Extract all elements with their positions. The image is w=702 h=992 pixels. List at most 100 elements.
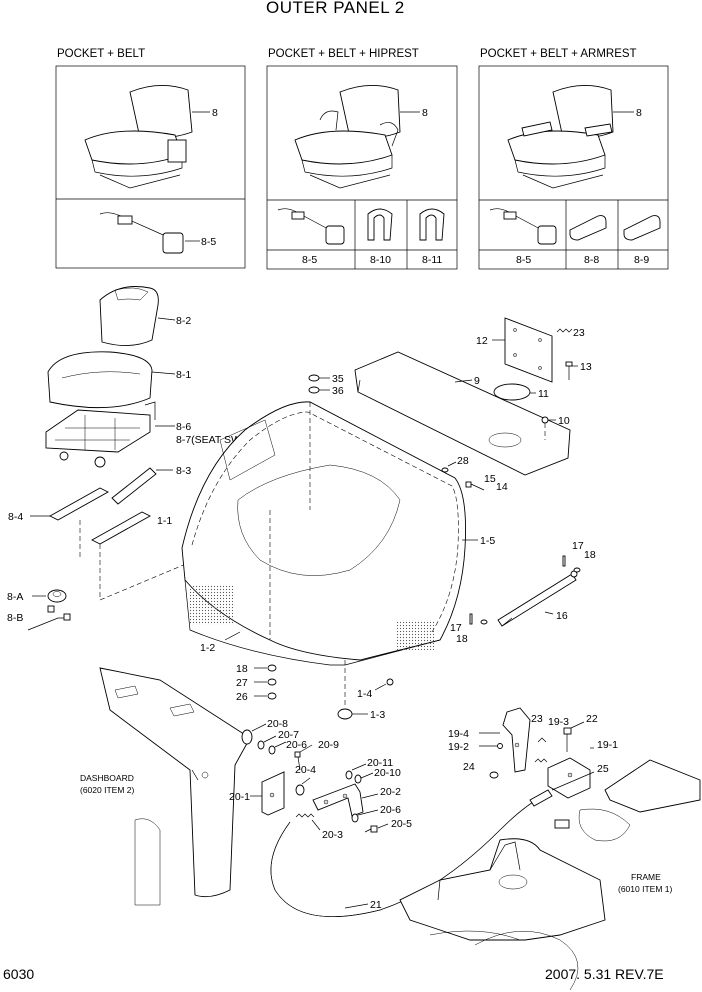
callout-17-lower: 17: [450, 622, 462, 634]
washer-20-6-lower: [351, 813, 359, 823]
callout-19-3: 19-3: [548, 716, 569, 728]
harness-8-B: [27, 605, 71, 631]
spring-20-3: [295, 813, 315, 818]
bracket-19-1: [547, 757, 591, 799]
page-number: 6030: [3, 966, 35, 982]
callout-36: 36: [332, 385, 344, 397]
callout-8-4: 8-4: [8, 511, 23, 523]
hiprest-left-illustration: [367, 208, 393, 241]
seat-illustration: [84, 85, 193, 189]
washer-20-10: [354, 774, 362, 784]
cap-11: [493, 383, 531, 401]
callout-18-upper: 18: [584, 549, 596, 561]
callout-16: 16: [556, 610, 568, 622]
grommet-8-A: [47, 589, 67, 603]
nut-20-7: [257, 740, 265, 750]
callout-box3-8-5: 8-5: [516, 254, 531, 266]
callout-1-1: 1-1: [157, 515, 172, 527]
dashboard-note-line2: (6020 ITEM 2): [80, 785, 134, 795]
callout-20-6-lower: 20-6: [380, 804, 401, 816]
option-box-pocket-belt: 8 8-5: [55, 65, 246, 269]
callout-20-7: 20-7: [278, 729, 299, 741]
bolt-20-9: [294, 751, 301, 771]
page-title: OUTER PANEL 2: [266, 0, 405, 17]
callout-17-upper: 17: [572, 540, 584, 552]
frame-body: [399, 759, 701, 991]
seat-backrest: [99, 286, 159, 346]
bracket-19-4: [502, 707, 531, 773]
seat-with-hiprest-illustration: [294, 85, 401, 189]
callout-box3-8-9: 8-9: [634, 254, 649, 266]
bumper-1-3: [337, 708, 353, 720]
bolt-13: [565, 361, 573, 380]
armrest-right-illustration: [623, 215, 661, 241]
seat-belt-illustration: [99, 212, 184, 254]
callout-23-upper: 23: [573, 327, 585, 339]
callout-14: 14: [496, 481, 508, 493]
clip-17-18-lower: [469, 613, 488, 625]
option-box-2-heading: POCKET + BELT + HIPREST: [268, 48, 419, 60]
callout-box2-8: 8: [422, 107, 428, 119]
spring-23-upper: [556, 328, 573, 333]
seat-rail-pair: [49, 487, 151, 600]
callout-24: 24: [463, 761, 475, 773]
callout-18-washer: 18: [236, 663, 248, 675]
callout-box3-8-8: 8-8: [584, 254, 599, 266]
callout-20-1: 20-1: [229, 791, 250, 803]
callout-20-11: 20-11: [367, 757, 393, 769]
callout-box3-8: 8: [636, 107, 642, 119]
callout-13: 13: [580, 361, 592, 373]
option-box-3-heading: POCKET + BELT + ARMREST: [480, 48, 637, 60]
callout-1-2: 1-2: [200, 642, 215, 654]
callout-box1-8: 8: [212, 107, 218, 119]
washer-20-8: [241, 729, 253, 745]
dashboard-note-line1: DASHBOARD: [80, 773, 134, 783]
callout-25: 25: [597, 763, 609, 775]
option-box-1-heading: POCKET + BELT: [57, 48, 146, 60]
callout-box1-8-5: 8-5: [201, 236, 216, 248]
callout-1-3: 1-3: [370, 709, 385, 721]
callout-10: 10: [558, 415, 570, 427]
seat-belt-illustration: [489, 208, 557, 245]
callout-19-4: 19-4: [448, 728, 469, 740]
callout-8-B: 8-B: [7, 612, 23, 624]
callout-11: 11: [538, 388, 549, 400]
seat-belt-illustration: [277, 208, 345, 245]
bolt-20-5: [364, 825, 378, 833]
gas-strut-16: [497, 570, 578, 627]
seat-with-armrest-illustration: [507, 85, 614, 189]
callout-15: 15: [484, 473, 496, 485]
callout-20-10: 20-10: [374, 767, 401, 779]
callout-8-3: 8-3: [176, 465, 191, 477]
callout-21: 21: [370, 899, 382, 911]
callout-35: 35: [332, 373, 344, 385]
callout-26: 26: [236, 691, 248, 703]
nut-24: [489, 771, 499, 779]
revision-date: 2007. 5.31 REV.7E: [545, 966, 664, 982]
stud-1-4: [386, 678, 394, 686]
cable-21: [270, 794, 546, 918]
option-box-pocket-belt-armrest: 8 8-5 8-8 8-9: [478, 65, 669, 270]
callout-19-2: 19-2: [448, 741, 469, 753]
callout-8-6: 8-6: [176, 421, 191, 433]
callout-27: 27: [236, 677, 248, 689]
hiprest-right-illustration: [419, 208, 445, 241]
pin-20-4: [295, 784, 305, 796]
gas-spring-8-3: [111, 467, 157, 505]
spring-23-lower: [534, 737, 548, 763]
seat-suspension-frame: [45, 401, 156, 468]
callout-9: 9: [474, 375, 480, 387]
washer-28: [441, 467, 449, 473]
callout-8-A: 8-A: [7, 591, 23, 603]
plug-35-36: [308, 374, 320, 394]
washer-20-6-upper: [268, 745, 276, 755]
nut-20-11: [345, 770, 353, 780]
callout-20-2: 20-2: [380, 786, 401, 798]
callout-28: 28: [457, 455, 469, 467]
bracket-20-1: [261, 771, 285, 816]
callout-1-4: 1-4: [357, 688, 372, 700]
callout-19-1: 19-1: [597, 739, 618, 751]
callout-20-5: 20-5: [391, 818, 412, 830]
callout-23-lower: 23: [531, 713, 543, 725]
